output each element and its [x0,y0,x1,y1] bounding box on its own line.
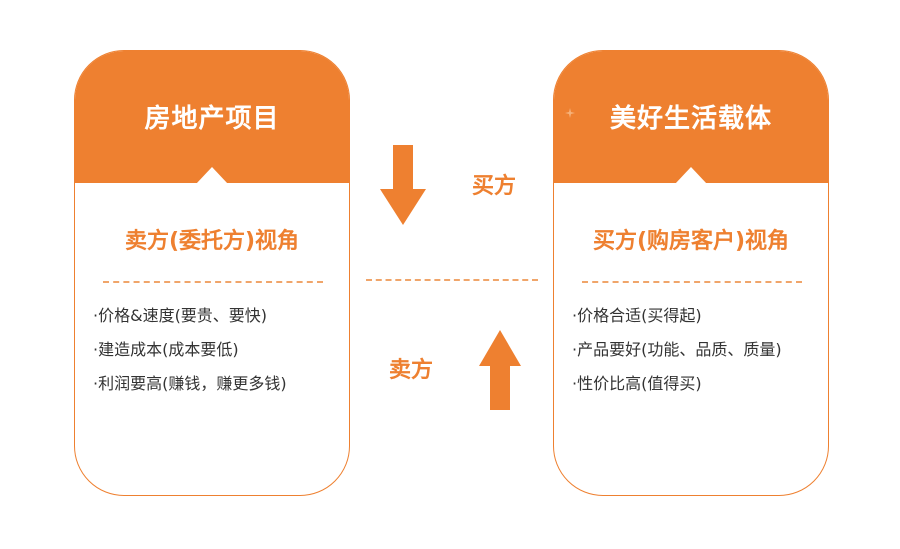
buyer-bullet-list: ·价格合适(买得起) ·产品要好(功能、品质、质量) ·性价比高(值得买) [572,299,782,401]
buyer-bullet-item: ·性价比高(值得买) [572,374,702,393]
seller-bullet-item: ·价格&速度(要贵、要快) [93,306,268,325]
seller-perspective-title: 卖方(委托方)视角 [124,229,300,254]
buyer-card-title: 美好生活载体 [609,103,772,134]
buyer-card: 美好生活载体 买方(购房客户)视角 ·价格合适(买得起) ·产品要好(功能、品质… [553,50,829,496]
buyer-label: 买方 [472,174,517,199]
seller-bullet-item: ·利润要高(赚钱，赚更多钱) [93,374,287,393]
seller-bullet-item: ·建造成本(成本要低) [93,340,239,359]
seller-label: 卖方 [389,358,434,383]
arrow-up-icon [479,330,521,410]
buyer-bullet-item: ·产品要好(功能、品质、质量) [572,340,782,359]
seller-card-title: 房地产项目 [144,103,280,134]
arrow-down-icon [380,145,426,225]
seller-bullet-list: ·价格&速度(要贵、要快) ·建造成本(成本要低) ·利润要高(赚钱，赚更多钱) [93,299,287,401]
center-divider [366,279,538,281]
buyer-card-header: 美好生活载体 [554,51,828,183]
buyer-card-notch [675,167,707,184]
buyer-bullet-item: ·价格合适(买得起) [572,306,702,325]
seller-card-notch [196,167,228,184]
seller-divider [103,281,323,283]
buyer-perspective-title: 买方(购房客户)视角 [592,229,790,254]
sparkle-icon [565,108,575,118]
seller-card-header: 房地产项目 [75,51,349,183]
buyer-divider [582,281,802,283]
seller-card: 房地产项目 卖方(委托方)视角 ·价格&速度(要贵、要快) ·建造成本(成本要低… [74,50,350,496]
